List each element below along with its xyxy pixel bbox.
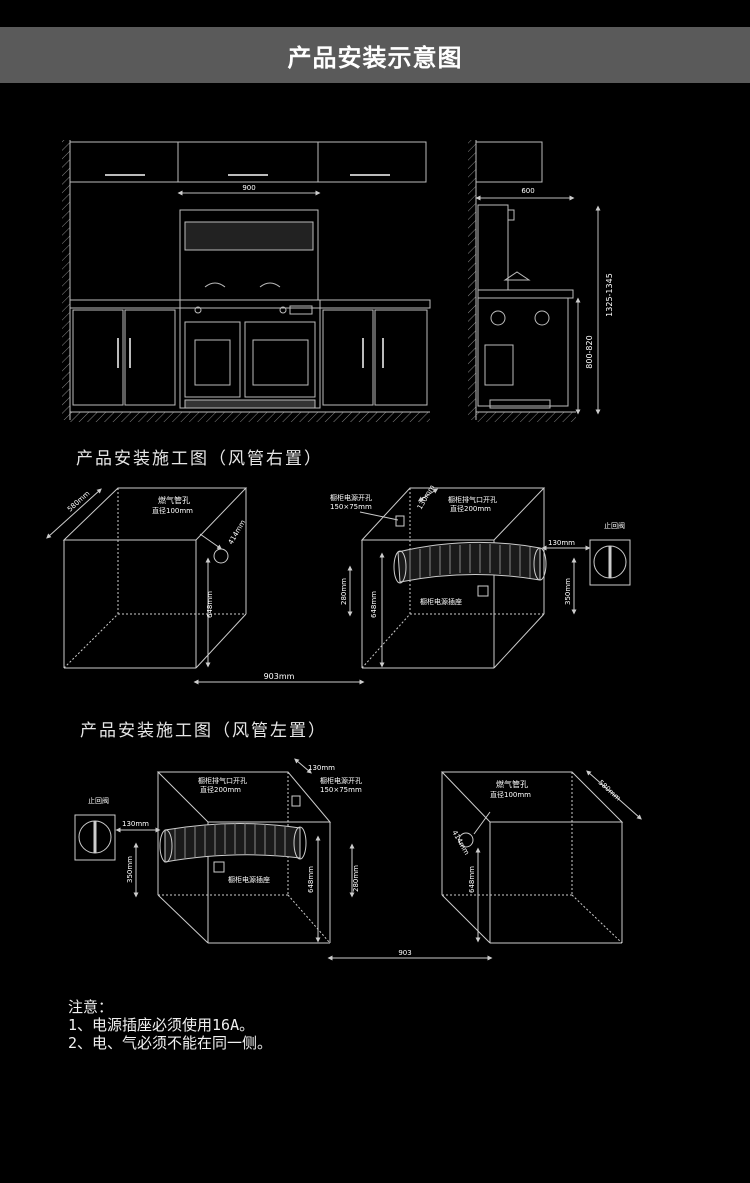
left-depth-580-label: 580mm — [597, 779, 623, 803]
left-power-hole-size: 150×75mm — [320, 786, 362, 794]
left-duct-diagram — [74, 758, 642, 961]
dim-900-label: 900 — [242, 184, 255, 192]
left-power-hole-label: 橱柜电源开孔 — [320, 776, 362, 785]
right-power-hole-size: 150×75mm — [330, 503, 372, 511]
left-height-648-a-label: 648mm — [307, 866, 315, 893]
dim-800-820-label: 800-820 — [585, 335, 594, 368]
right-offset-414-label: 414mm — [227, 518, 248, 546]
right-power-hole-label: 橱柜电源开孔 — [330, 493, 372, 502]
note-item-2: 2、电、气必须不能在同一侧。 — [68, 1034, 273, 1052]
right-height-648-a-label: 648mm — [206, 591, 214, 618]
left-check-valve-label: 止回阀 — [88, 796, 109, 805]
side-elevation — [468, 140, 601, 422]
right-height-280-label: 280mm — [340, 578, 348, 605]
right-exhaust-hole-diameter: 直径200mm — [450, 504, 491, 513]
note-item-1: 1、电源插座必须使用16A。 — [68, 1016, 255, 1034]
left-duct-caption: 产品安装施工图（风管左置） — [80, 721, 327, 741]
left-height-350-label: 350mm — [126, 856, 134, 883]
left-exhaust-hole-diameter: 直径200mm — [200, 785, 241, 794]
left-offset-130-top-label: 130mm — [308, 764, 335, 772]
right-duct-diagram — [46, 487, 631, 685]
notes-title: 注意： — [68, 998, 114, 1016]
right-socket-label: 橱柜电源插座 — [420, 597, 462, 606]
left-gas-hole-diameter: 直径100mm — [490, 790, 531, 799]
right-check-valve-label: 止回阀 — [604, 521, 625, 530]
right-duct-caption: 产品安装施工图（风管右置） — [76, 449, 323, 469]
left-width-903-label: 903 — [398, 949, 411, 957]
dim-1325-1345-label: 1325-1345 — [605, 273, 614, 317]
left-offset-130-h-label: 130mm — [122, 820, 149, 828]
right-offset-130-label: 130mm — [548, 539, 575, 547]
right-gas-hole-diameter: 直径100mm — [152, 506, 193, 515]
right-height-350-label: 350mm — [564, 578, 572, 605]
left-exhaust-hole-label: 橱柜排气口开孔 — [198, 776, 247, 785]
right-exhaust-hole-label: 橱柜排气口开孔 — [448, 495, 497, 504]
right-height-648-b-label: 648mm — [370, 591, 378, 618]
page-title: 产品安装示意图 — [287, 43, 463, 72]
header-banner: 产品安装示意图 — [0, 27, 750, 83]
dim-600-label: 600 — [521, 187, 534, 195]
left-height-648-b-label: 648mm — [468, 866, 476, 893]
left-socket-label: 橱柜电源插座 — [228, 875, 270, 884]
right-gas-hole-label: 燃气管孔 — [158, 495, 190, 505]
left-height-280-label: 280mm — [352, 865, 360, 892]
left-gas-hole-label: 燃气管孔 — [496, 779, 528, 789]
notes-section: 注意： 1、电源插座必须使用16A。 2、电、气必须不能在同一侧。 — [68, 998, 272, 1052]
front-elevation — [62, 140, 431, 422]
right-width-903-label: 903mm — [264, 672, 295, 681]
